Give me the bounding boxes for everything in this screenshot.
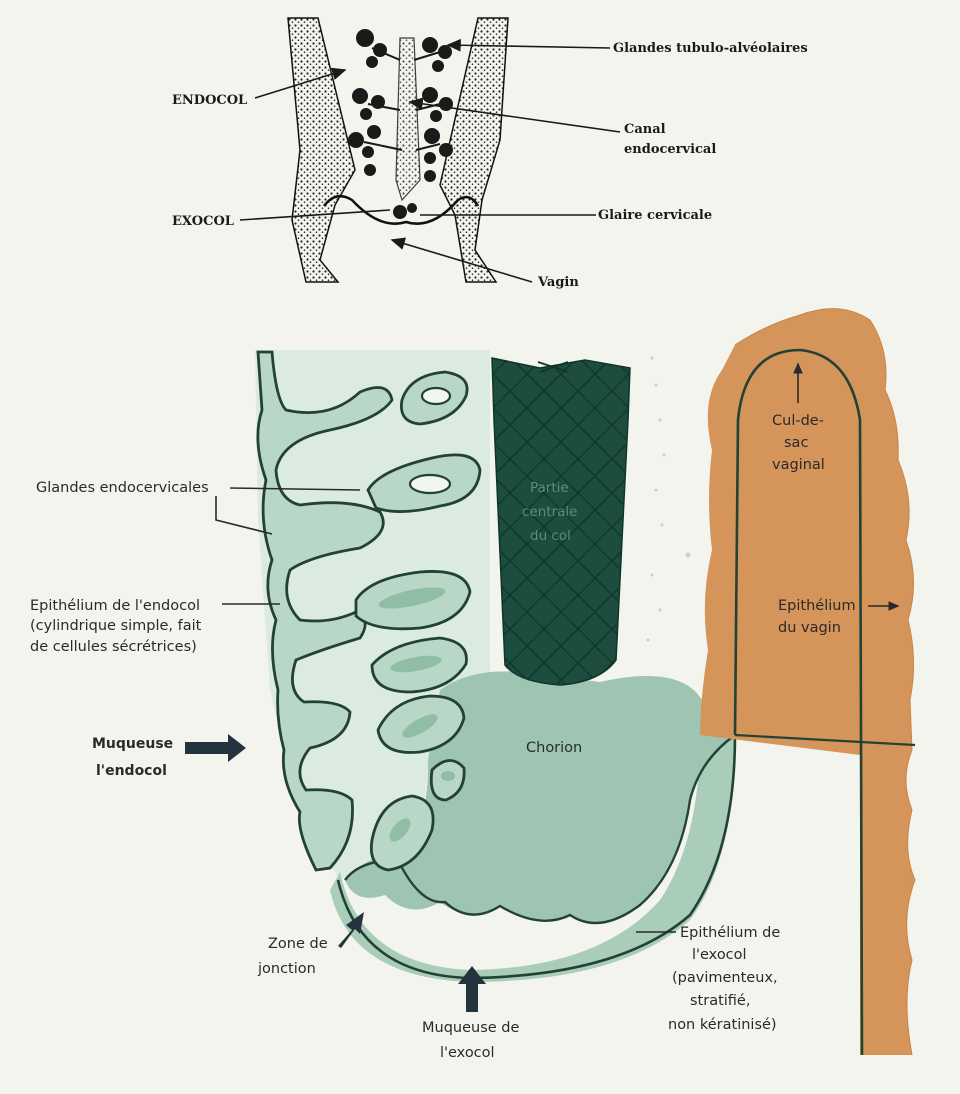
label-zone-jonction-2: jonction: [257, 961, 316, 977]
top-exocol-curve: [323, 194, 480, 225]
arrow-zone-jonction: [338, 912, 364, 948]
top-schematic: ENDOCOL EXOCOL Glandes tubulo-alvéolaire…: [172, 17, 808, 290]
label-vagin: Vagin: [537, 275, 579, 290]
label-cul-de-sac-2: sac: [784, 435, 808, 451]
label-canal-line2: endocervical: [624, 142, 716, 157]
label-muqueuse-exocol-2: l'exocol: [440, 1045, 495, 1061]
label-epithelium-endocol-2: (cylindrique simple, fait: [30, 618, 202, 634]
label-epithelium-vagin-2: du vagin: [778, 620, 841, 636]
decorative-dots: [646, 356, 691, 642]
top-endocervical-canal: [395, 37, 421, 202]
main-schematic: Glandes endocervicales Epithélium de l'e…: [30, 308, 916, 1061]
label-cul-de-sac-3: vaginal: [772, 457, 825, 473]
label-partie-centrale-3: du col: [530, 528, 571, 544]
label-glandes-endocervicales: Glandes endocervicales: [36, 480, 209, 496]
label-partie-centrale-1: Partie: [530, 480, 569, 496]
label-epithelium-exocol-5: non kératinisé): [668, 1017, 777, 1033]
vaginal-lumen: [733, 348, 864, 1056]
arrow-muqueuse-endocol: [185, 734, 246, 762]
label-epithelium-exocol-4: stratifié,: [690, 993, 750, 1009]
label-chorion: Chorion: [526, 740, 582, 756]
top-right-wall: [439, 17, 509, 283]
label-glandes-tubulo: Glandes tubulo-alvéolaires: [613, 41, 808, 56]
label-zone-jonction-1: Zone de: [268, 936, 328, 952]
label-cul-de-sac-1: Cul-de-: [772, 413, 824, 429]
label-muqueuse-exocol-1: Muqueuse de: [422, 1020, 519, 1036]
endocol-epithelium: [256, 350, 394, 872]
label-glaire: Glaire cervicale: [598, 208, 712, 223]
label-endocol: ENDOCOL: [172, 93, 247, 108]
bold-arrows: [185, 734, 486, 1012]
label-exocol: EXOCOL: [172, 214, 234, 229]
label-partie-centrale-2: centrale: [522, 504, 577, 520]
label-muqueuse-endocol-2: l'endocol: [96, 763, 167, 779]
label-epithelium-exocol-3: (pavimenteux,: [672, 970, 778, 986]
arrow-muqueuse-exocol: [458, 966, 486, 1012]
label-epithelium-vagin-1: Epithélium: [778, 598, 856, 614]
label-epithelium-endocol-1: Epithélium de l'endocol: [30, 598, 200, 614]
label-epithelium-exocol-2: l'exocol: [692, 947, 747, 963]
label-canal-line1: Canal: [624, 122, 666, 137]
label-epithelium-exocol-1: Epithélium de: [680, 925, 780, 941]
label-epithelium-endocol-3: de cellules sécrétrices): [30, 639, 197, 655]
label-muqueuse-endocol-1: Muqueuse: [92, 736, 173, 752]
top-left-wall: [287, 17, 356, 283]
